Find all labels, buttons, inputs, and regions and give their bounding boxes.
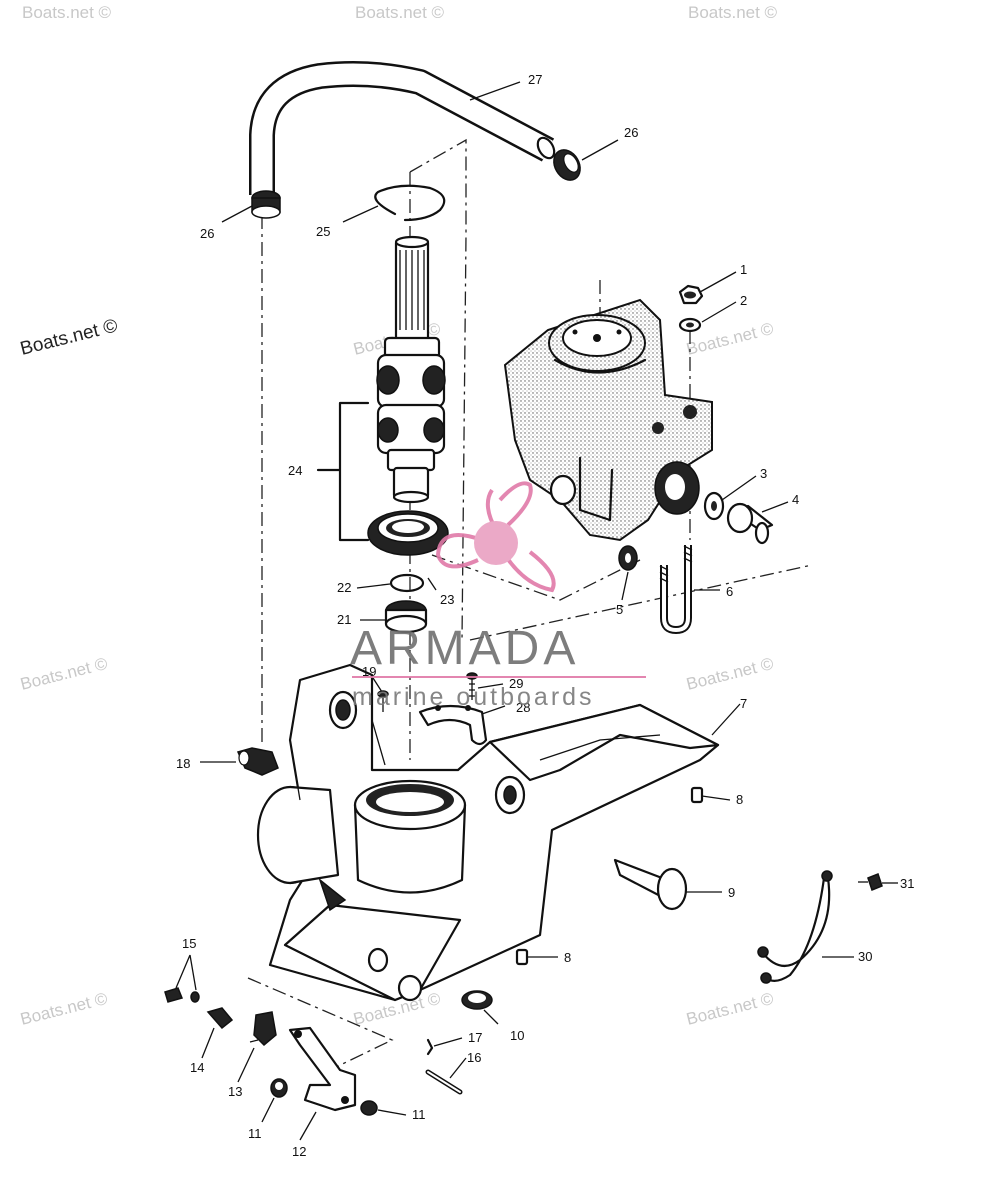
part-label: 18: [176, 756, 190, 771]
part-label: 26: [200, 226, 214, 241]
snap-ring-part-25: [374, 184, 446, 222]
part-label: 11: [248, 1126, 262, 1141]
bushing-part-10: [461, 990, 493, 1010]
part-label: 13: [228, 1084, 242, 1099]
watermark: Boats.net ©: [688, 3, 778, 22]
part-label: 6: [726, 584, 733, 599]
part-label: 8: [736, 792, 743, 807]
watermark: Boats.net ©: [22, 3, 112, 22]
watermark: Boats.net ©: [18, 315, 120, 359]
part-label: 7: [740, 696, 747, 711]
propeller-icon: [435, 481, 556, 593]
part-label: 11: [412, 1107, 426, 1122]
bushing-part-11: [360, 1100, 378, 1116]
bracket-part-13: [249, 1011, 277, 1047]
bracket-line-24: [316, 401, 370, 542]
watermark: Boats.net ©: [18, 989, 109, 1029]
washer-part-5: [618, 545, 638, 571]
part-label: 5: [616, 602, 623, 617]
bushing-part-21: [384, 600, 428, 634]
elbow-fitting-part-18: [236, 747, 279, 776]
pivot-bolt-part-9: [613, 858, 688, 911]
armada-logo: ARMADA marine outboards: [350, 481, 646, 711]
part-label: 10: [510, 1028, 524, 1043]
leader-lines: [175, 81, 898, 1141]
screw-part-15: [164, 987, 200, 1003]
fitting-part-14: [206, 1007, 234, 1030]
pin-part-8: [515, 948, 529, 966]
part-label: 8: [564, 950, 571, 965]
part-label: 17: [468, 1030, 482, 1045]
screw-part-31: [858, 873, 883, 891]
nut-part-1: [678, 284, 704, 305]
washer-part-3: [703, 491, 725, 521]
part-label: 19: [362, 664, 376, 679]
part-label: 4: [792, 492, 799, 507]
propeller-hub-icon: [474, 521, 518, 565]
bearing-part-23: [367, 510, 449, 556]
part-label: 9: [728, 885, 735, 900]
part-label: 3: [760, 466, 767, 481]
washer-part-2: [678, 317, 702, 333]
part-label: 12: [292, 1144, 306, 1159]
part-label: 30: [858, 949, 872, 964]
o-ring-part-22: [389, 573, 425, 593]
part-label: 23: [440, 592, 454, 607]
swivel-housing: [503, 298, 713, 542]
part-label: 27: [528, 72, 542, 87]
cotter-pin-part-17: [426, 1038, 434, 1056]
hose-part-27: [249, 61, 556, 195]
part-label: 22: [337, 580, 351, 595]
clamp-part-28: [418, 704, 488, 746]
part-label: 26: [624, 125, 638, 140]
main-bracket: [256, 663, 720, 1002]
watermark: Boats.net ©: [18, 654, 109, 694]
part-label: 31: [900, 876, 914, 891]
bushing-part-11: [270, 1078, 288, 1098]
shift-lever-part-12: [288, 1026, 357, 1112]
hose-clamp-part-26: [553, 149, 581, 181]
part-label: 16: [467, 1050, 481, 1065]
part-label: 21: [337, 612, 351, 627]
part-label: 1: [740, 262, 747, 277]
watermark: Boats.net ©: [355, 3, 445, 22]
pin-part-16: [425, 1069, 463, 1095]
watermark: Boats.net ©: [684, 989, 775, 1029]
u-bolt-part-6: [659, 545, 693, 635]
hose-clamp-part-26: [251, 190, 281, 219]
brand-name: ARMADA: [350, 622, 579, 675]
brand-tagline: marine outboards: [352, 683, 595, 711]
watermark: Boats.net ©: [684, 654, 775, 694]
driveshaft-part-24: [376, 235, 446, 504]
screw-part-19: [377, 690, 389, 712]
part-label: 14: [190, 1060, 204, 1075]
part-label: 28: [516, 700, 530, 715]
ground-wire-part-30: [757, 870, 833, 984]
pin-part-8: [690, 786, 704, 804]
part-label: 29: [509, 676, 523, 691]
part-label: 2: [740, 293, 747, 308]
part-label: 24: [288, 463, 302, 478]
bushing-part-4: [726, 502, 774, 545]
part-label: 15: [182, 936, 196, 951]
part-number-labels: 1 2 3 4 5 6 7 8 8 9 10 11 11 12 13 14 15…: [176, 72, 914, 1159]
part-label: 25: [316, 224, 330, 239]
